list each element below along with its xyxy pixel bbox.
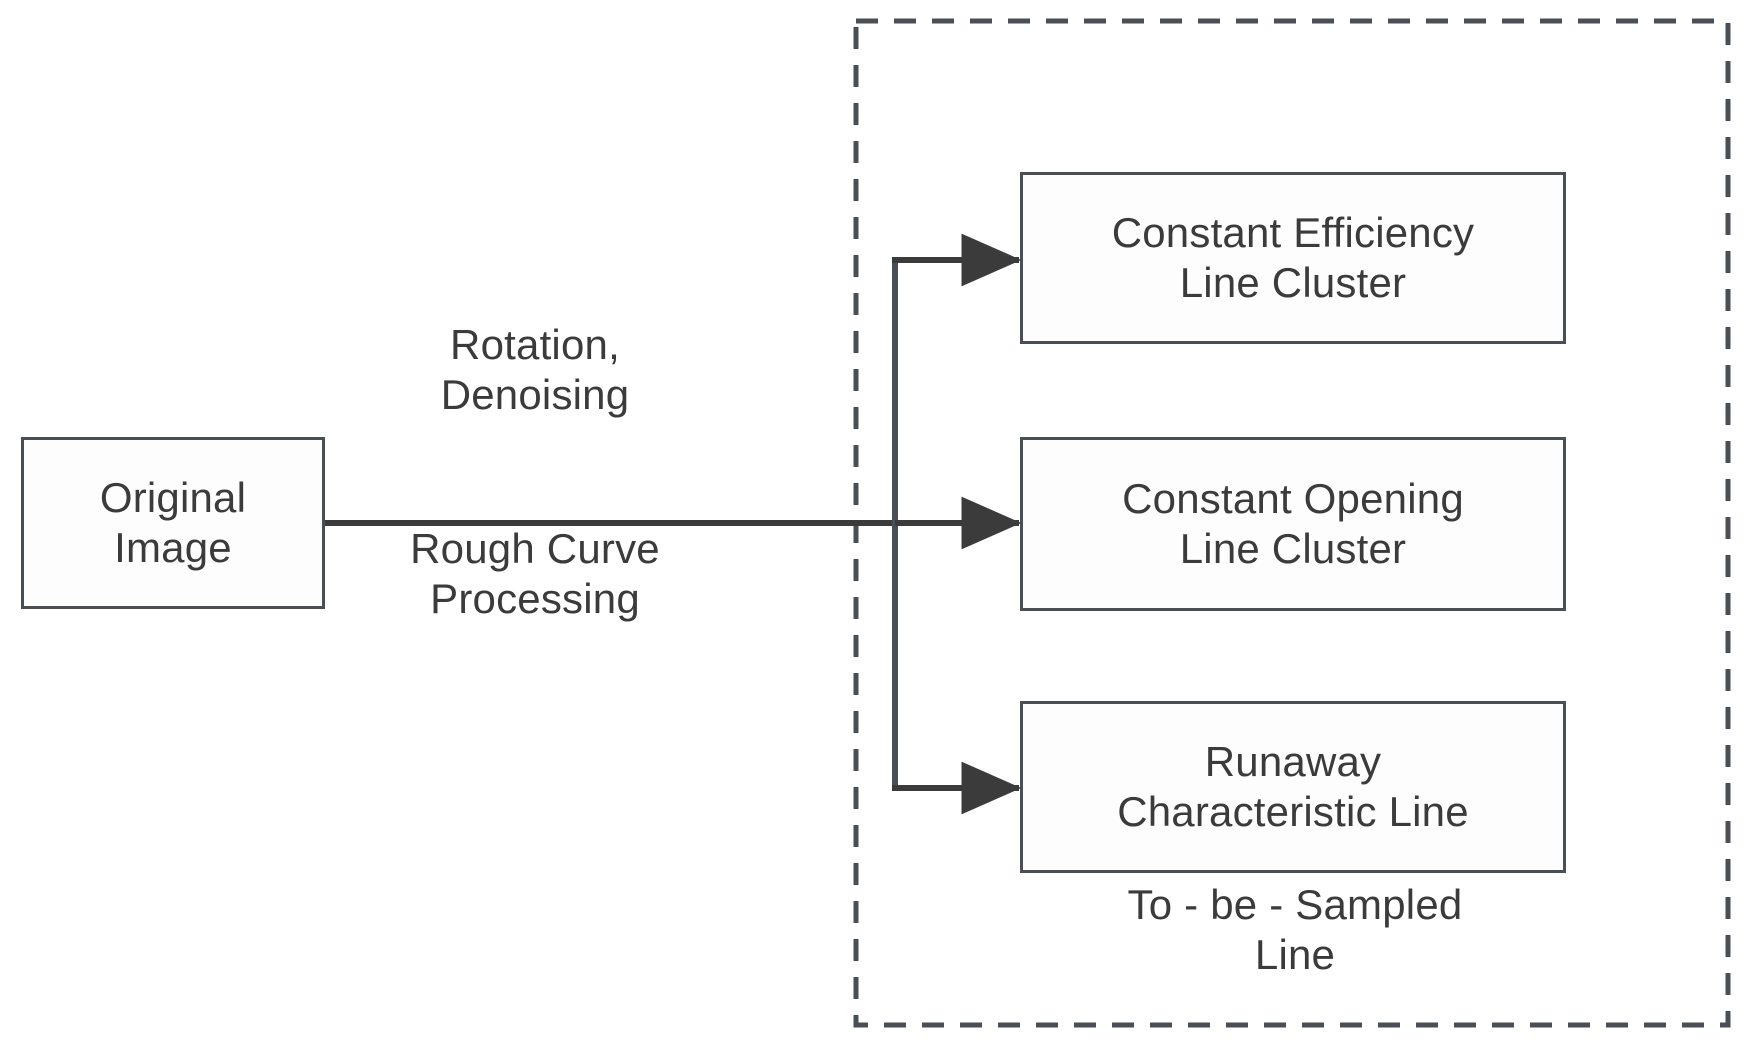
node-original-image[interactable]: Original Image	[21, 437, 325, 609]
node-constant-efficiency-line-cluster[interactable]: Constant Efficiency Line Cluster	[1020, 172, 1566, 344]
group-caption-to-be-sampled-line: To - be - Sampled Line	[1127, 881, 1463, 979]
node-constant-opening-line-cluster-label: Constant Opening Line Cluster	[1122, 475, 1464, 572]
node-original-image-label: Original Image	[99, 474, 247, 571]
node-constant-efficiency-line-cluster-label: Constant Efficiency Line Cluster	[1111, 209, 1475, 306]
node-runaway-characteristic-line[interactable]: Runaway Characteristic Line	[1020, 701, 1566, 873]
node-constant-opening-line-cluster[interactable]: Constant Opening Line Cluster	[1020, 437, 1566, 611]
node-runaway-characteristic-line-label: Runaway Characteristic Line	[1117, 738, 1469, 835]
edge-label-rough-curve-processing: Rough Curve Processing	[410, 525, 660, 623]
edge-label-rotation-denoising: Rotation, Denoising	[440, 321, 630, 419]
